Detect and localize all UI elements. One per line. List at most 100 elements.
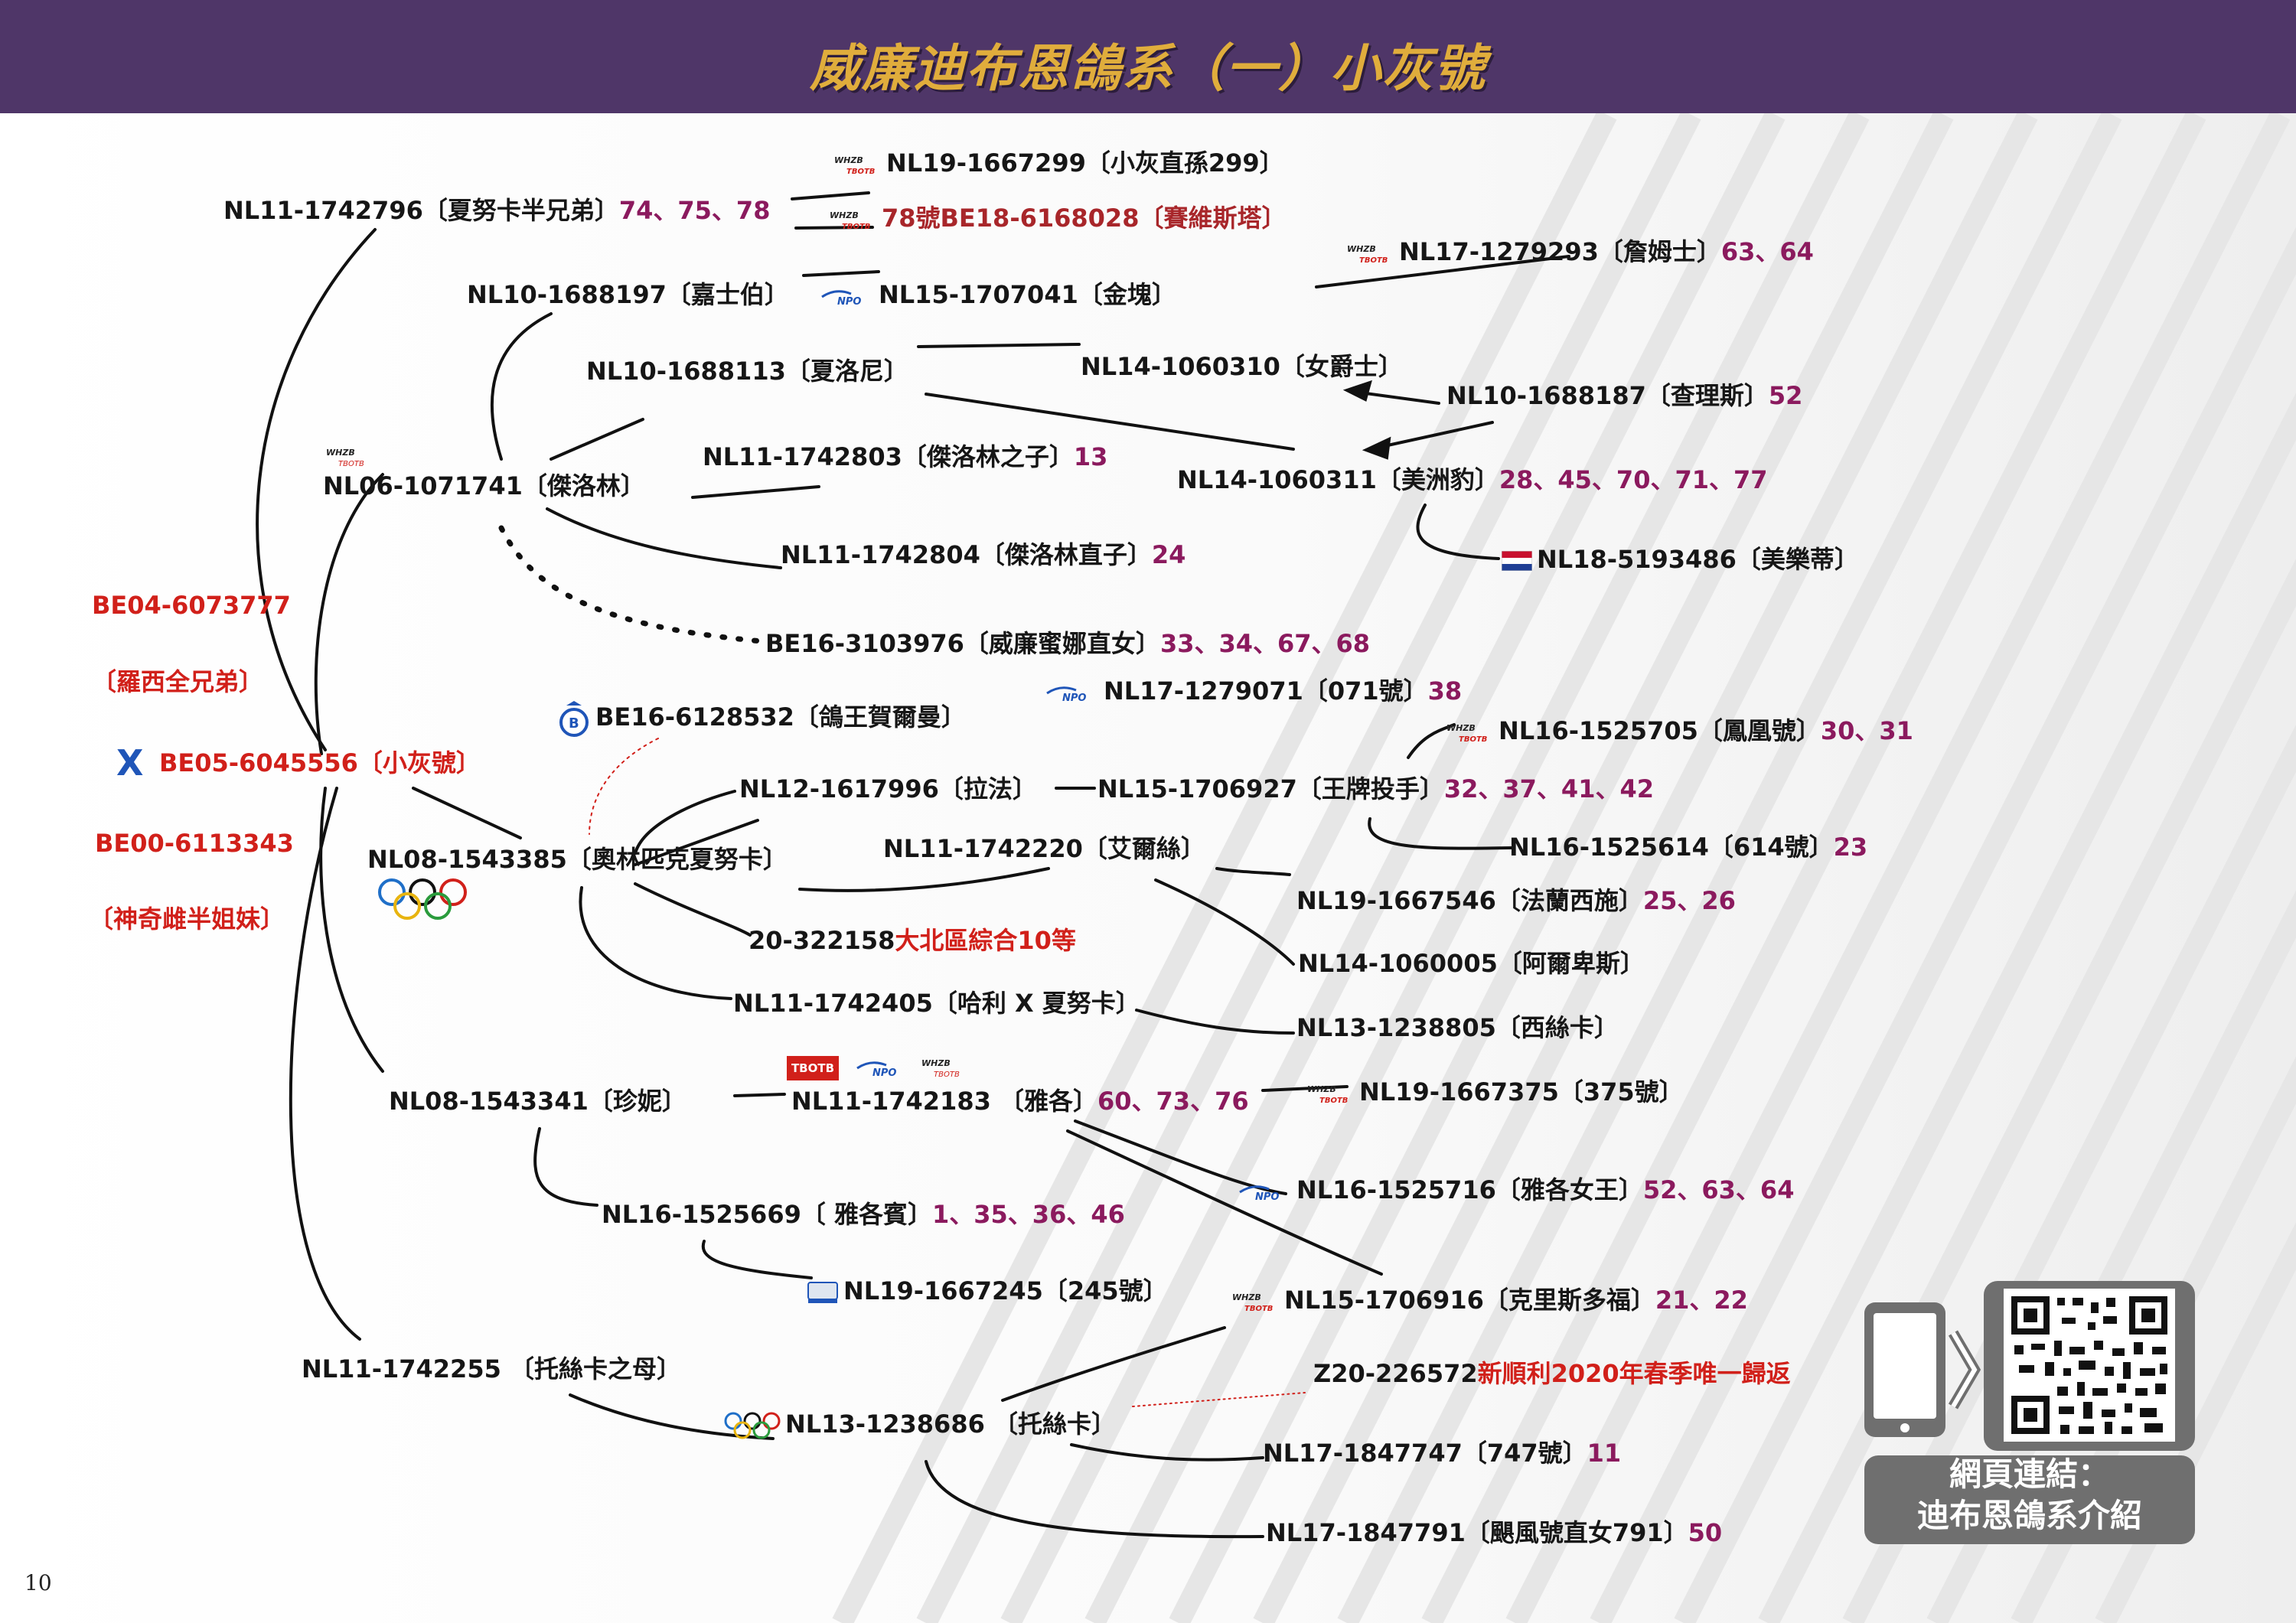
cross-mark: X <box>116 742 144 784</box>
svg-text:NPO: NPO <box>1255 1191 1279 1201</box>
qr-caption-line1: 網頁連結： <box>1949 1455 2110 1493</box>
background-stripe <box>1590 227 2296 1623</box>
node-n20: NL15-1706927〔王牌投手〕32、37、41、42 <box>1097 774 1654 803</box>
page-number: 10 <box>24 1570 52 1595</box>
node-n19: NL12-1617996〔拉法〕 <box>739 774 1037 803</box>
svg-text:NPO: NPO <box>872 1067 896 1077</box>
node-n10: NL11-1742803〔傑洛林之子〕13 <box>703 442 1108 471</box>
node-n25: 20-322158大北區綜合10等 <box>748 926 1076 955</box>
node-n28: NL13-1238805〔西絲卡〕 <box>1296 1013 1619 1042</box>
node-n09: NL10-1688187〔查理斯〕52 <box>1446 381 1803 410</box>
svg-text:B: B <box>569 715 579 732</box>
dam-id: BE00-6113343 <box>95 829 294 858</box>
node-n36: NL11-1742255 〔托絲卡之母〕 <box>302 1354 681 1383</box>
whzb-logo-icon: WHZB TBOTB <box>1446 723 1487 744</box>
background-stripe <box>1337 109 2122 1623</box>
background-stripe <box>1842 724 2296 1623</box>
svg-text:NPO: NPO <box>837 296 861 306</box>
whzb-logo-icon: WHZB TBOTB <box>1307 1084 1348 1105</box>
node-n24: NL19-1667546〔法蘭西施〕25、26 <box>1296 886 1736 915</box>
node-n26: NL14-1060005〔阿爾卑斯〕 <box>1298 949 1645 978</box>
node-n23: NL08-1543385〔奧林匹克夏努卡〕 <box>367 845 788 874</box>
qr-caption-line2: 迪布恩鴿系介紹 <box>1916 1497 2142 1534</box>
node-n14: NL11-1742804〔傑洛林直子〕24 <box>781 540 1186 569</box>
whzb-logo-icon: WHZB TBOTB <box>834 155 875 176</box>
qr-link-card[interactable] <box>1861 1279 2198 1546</box>
node-n13: NL18-5193486〔美樂蒂〕 <box>1502 545 1859 574</box>
svg-text:WHZB: WHZB <box>1446 723 1476 733</box>
npo-logo-icon: NPO <box>1239 1185 1279 1201</box>
background-stripe <box>1253 109 2038 1623</box>
svg-text:WHZB: WHZB <box>1347 244 1376 254</box>
background-stripe <box>1505 109 2291 1623</box>
node-n12: NL14-1060311〔美洲豹〕28、45、70、71、77 <box>1177 465 1768 494</box>
svg-text:TBOTB: TBOTB <box>338 460 364 468</box>
dam-desc: 〔神奇雌半姐妹〕 <box>89 904 285 934</box>
netherlands-flag-icon <box>1502 551 1532 571</box>
club-emblem-icon: B <box>559 701 589 737</box>
root-pigeon: BE05-6045556〔小灰號〕 <box>159 748 481 777</box>
tbotb-badge: TBOTB <box>787 1056 839 1080</box>
sire-id: BE04-6073777 <box>92 591 291 620</box>
background-stripe <box>916 109 1701 1623</box>
svg-text:WHZB: WHZB <box>830 210 859 220</box>
svg-text:TBOTB: TBOTB <box>842 223 870 231</box>
svg-text:WHZB: WHZB <box>834 155 863 165</box>
whzb-logo-icon: WHZB TBOTB <box>1347 244 1388 265</box>
background-stripe <box>1000 109 1786 1623</box>
npo-logo-icon: NPO <box>821 290 861 306</box>
svg-text:WHZB: WHZB <box>921 1058 951 1068</box>
node-n39: NL17-1847747〔747號〕11 <box>1263 1439 1622 1468</box>
node-n15: BE16-3103976〔威廉蜜娜直女〕33、34、67、68 <box>765 629 1371 658</box>
olympic-rings-icon <box>378 878 467 920</box>
svg-text:TBOTB: TBOTB <box>1319 1097 1348 1105</box>
node-n30: NL11-1742183 〔雅各〕60、73、76 <box>791 1087 1249 1116</box>
svg-text:TBOTB: TBOTB <box>846 168 875 176</box>
whzb-logo-icon: WHZB TBOTB <box>326 448 364 468</box>
background-stripe <box>1674 393 2296 1623</box>
node-n22: NL16-1525614〔614號〕23 <box>1509 833 1868 862</box>
node-n08: NL14-1060310〔女爵士〕 <box>1081 352 1403 381</box>
node-n07: NL10-1688113〔夏洛尼〕 <box>586 357 908 386</box>
background-stripe <box>2095 1222 2296 1623</box>
node-n05: NL10-1688197〔嘉士伯〕 <box>467 280 789 309</box>
whzb-logo-icon: WHZB TBOTB <box>1232 1292 1273 1313</box>
npo-logo-icon: NPO <box>856 1061 896 1077</box>
svg-text:TBOTB: TBOTB <box>1244 1305 1273 1313</box>
node-n40: NL17-1847791〔颶風號直女791〕50 <box>1266 1518 1723 1547</box>
node-n29: NL08-1543341〔珍妮〕 <box>389 1087 687 1116</box>
svg-text:TBOTB: TBOTB <box>1359 256 1388 265</box>
page-title: 威廉迪布恩鴿系（一）小灰號 <box>810 39 1486 98</box>
svg-text:WHZB: WHZB <box>1307 1084 1336 1094</box>
svg-text:WHZB: WHZB <box>326 448 355 458</box>
background-stripe <box>1169 109 1954 1623</box>
npo-logo-icon: NPO <box>1046 686 1086 702</box>
background-stripe <box>1421 109 2206 1623</box>
olympic-rings-icon <box>724 1412 781 1439</box>
node-n37: Z20-226572新順利2020年春季唯一歸返 <box>1313 1359 1791 1388</box>
node-n27: NL11-1742405〔哈利 X 夏努卡〕 <box>733 989 1140 1018</box>
club-logo-icon <box>807 1282 838 1303</box>
whzb-logo-icon: WHZB TBOTB <box>830 210 870 231</box>
qr-caption: 網頁連結： 迪布恩鴿系介紹 <box>1864 1454 2195 1537</box>
background-stripe <box>1084 109 1870 1623</box>
svg-text:TBOTB: TBOTB <box>1459 735 1487 744</box>
sire-desc: 〔羅西全兄弟〕 <box>92 667 264 696</box>
node-n38: NL13-1238686 〔托絲卡〕 <box>722 1410 1116 1440</box>
node-n11: NL06-1071741〔傑洛林〕 <box>323 471 645 500</box>
header-bar: 威廉迪布恩鴿系（一）小灰號 <box>0 0 2296 113</box>
svg-text:WHZB: WHZB <box>1232 1292 1261 1302</box>
node-n34: NL19-1667245〔245號〕 <box>807 1276 1168 1305</box>
